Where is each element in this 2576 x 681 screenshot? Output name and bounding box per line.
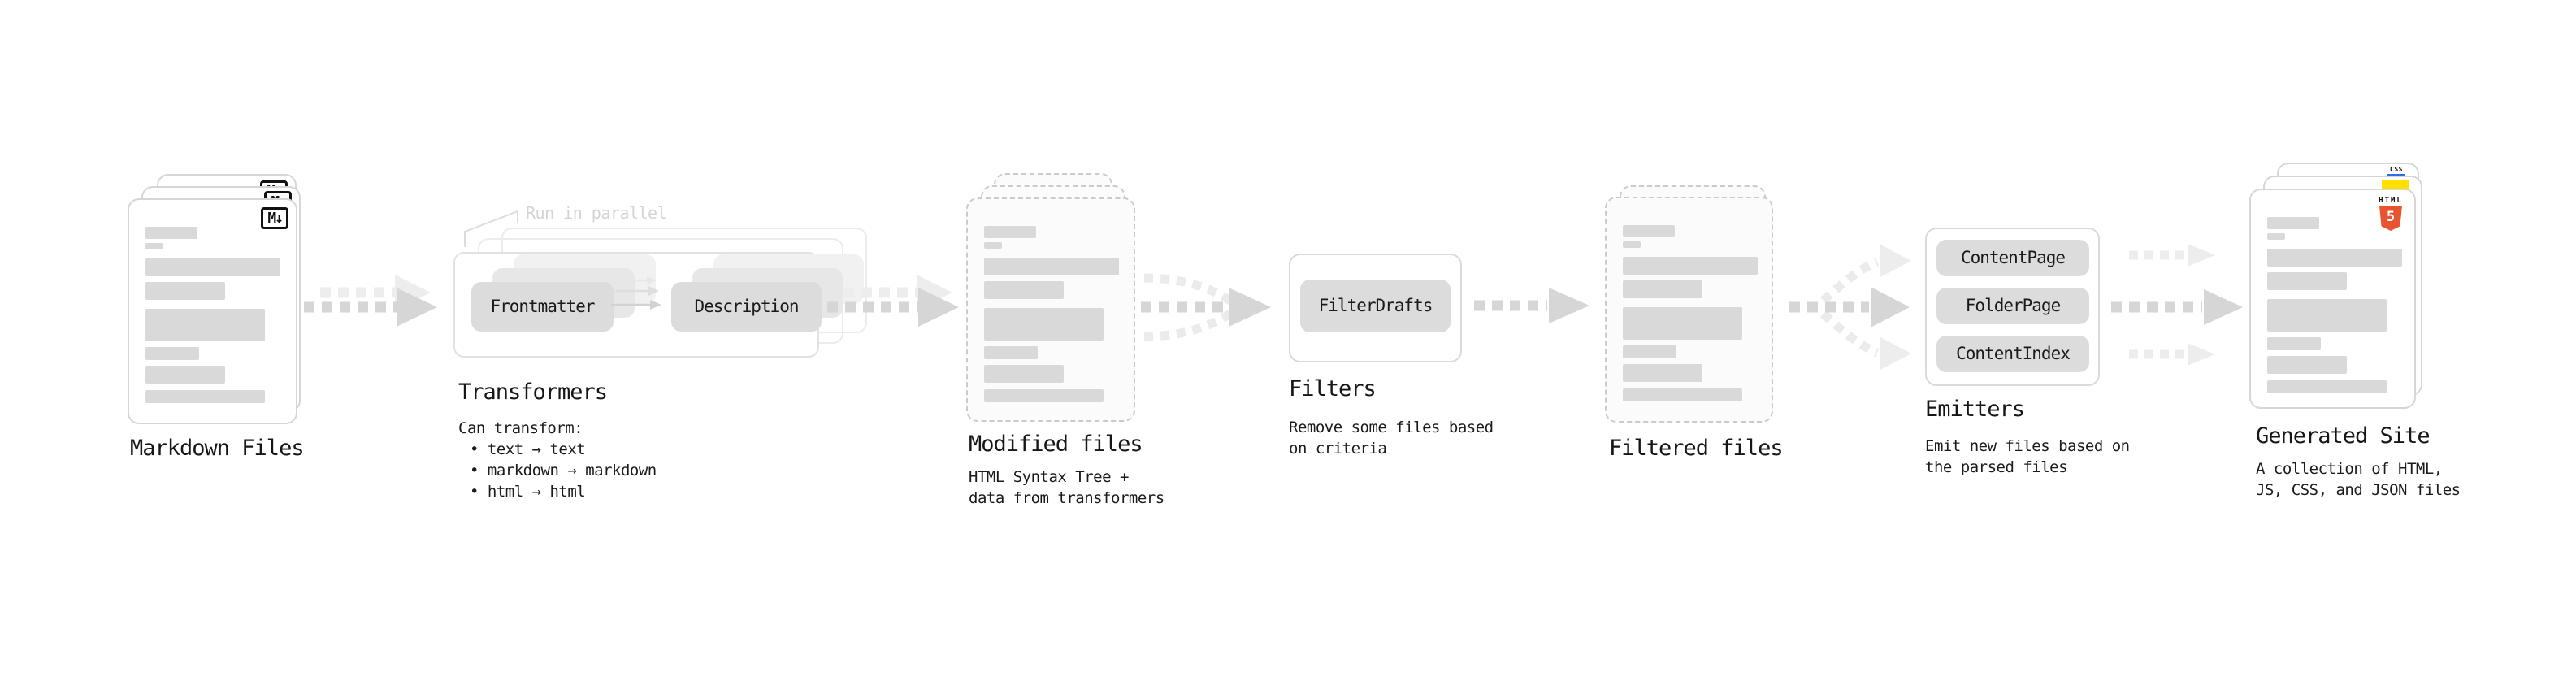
subtitle-bullet: • html → html [470,483,586,501]
filters-title: Filters [1289,376,1377,401]
arrow-emitters-to-site [2111,244,2243,366]
content-bar [1623,257,1758,275]
generated-site-title: Generated Site [2256,423,2431,449]
subtitle-line: A collection of HTML, [2256,460,2443,478]
filtered-file-card-front [1605,197,1773,423]
content-bar [1623,345,1676,358]
subtitle-line: Remove some files based [1289,419,1494,436]
content-bar [2267,272,2347,290]
content-bar [145,390,265,403]
html5-icon: HTML 5 [2377,197,2405,231]
arrow-transformers-to-modified [827,275,959,327]
filter-drafts-box: FilterDrafts [1300,280,1451,332]
arrow-markdown-to-transformers [304,275,437,327]
markdown-icon: M↓ [261,207,288,229]
filtered-files-title: Filtered files [1609,436,1784,461]
css-label: CSS [2390,166,2403,173]
emitters-title: Emitters [1925,397,2025,422]
emitters-panel: ContentPage FolderPage ContentIndex [1925,228,2100,386]
subtitle-line: data from transformers [969,489,1164,507]
content-bar [984,346,1038,359]
arrow-modified-to-filters [1141,273,1271,341]
subtitle-line: the parsed files [1925,458,2068,476]
subtitle-line: Can transform: [458,419,583,437]
html5-shield: 5 [2379,206,2402,231]
emitters-subtitle: Emit new files based on the parsed files [1925,436,2130,478]
subtitle-line: HTML Syntax Tree + [969,468,1129,486]
content-bar [2267,249,2402,267]
content-bar [984,226,1036,238]
content-bar [984,258,1119,275]
content-bar [1623,388,1742,401]
filters-subtitle: Remove some files based on criteria [1289,417,1494,459]
arrow-filtered-to-emitters [1789,245,1911,370]
subtitle-bullet: • markdown → markdown [470,462,657,479]
parallel-arrows-icon [611,276,661,310]
modified-files-stack [966,173,1161,422]
filters-panel: FilterDrafts [1289,254,1462,362]
content-bar [1623,241,1641,248]
modified-files-subtitle: HTML Syntax Tree + data from transformer… [969,466,1164,509]
content-bar [2267,337,2321,350]
site-file-card-html: HTML 5 [2249,189,2416,409]
transformer-frontmatter-box: Frontmatter [471,282,614,332]
content-bar [1623,225,1675,237]
content-bar [2267,217,2319,229]
content-bar [1623,364,1702,382]
markdown-files-title: Markdown Files [130,436,305,461]
filtered-files-stack [1605,185,1788,424]
content-bar [145,366,225,384]
transformers-group: Frontmatter Description [453,228,884,366]
content-bar [145,243,163,249]
emitter-content-page-box: ContentPage [1936,240,2089,276]
run-in-parallel-annotation: Run in parallel [526,203,667,223]
content-bar [984,281,1064,299]
content-bar [984,365,1064,383]
content-bar [1623,307,1742,340]
content-bar [145,227,197,239]
generated-site-subtitle: A collection of HTML, JS, CSS, and JSON … [2256,458,2461,501]
transformer-description-box: Description [671,282,822,332]
arrow-filters-to-filtered [1474,288,1589,323]
emitter-content-index-box: ContentIndex [1936,336,2089,372]
content-bar [145,258,280,276]
html5-label: HTML [2379,197,2403,205]
markdown-files-stack: M↓ M↓ M↓ [128,174,325,424]
subtitle-line: JS, CSS, and JSON files [2256,481,2461,499]
subtitle-line: on criteria [1289,440,1387,458]
transformers-title: Transformers [458,380,608,405]
annotation-leader-line [464,210,518,247]
transformers-subtitle: Can transform: • text → text • markdown … [458,418,657,502]
content-bar [145,309,265,341]
generated-site-stack: CSS HTML 5 [2249,163,2444,410]
content-bar [984,308,1104,340]
markdown-file-card-front: M↓ [128,198,297,424]
content-bar [145,282,225,300]
content-bar [2267,380,2387,393]
content-bar [984,242,1002,249]
modified-files-title: Modified files [969,432,1143,457]
modified-file-card-front [966,197,1135,422]
content-bar [984,389,1104,402]
content-bar [145,347,199,360]
subtitle-line: Emit new files based on [1925,437,2130,455]
content-bar [2267,233,2285,240]
subtitle-bullet: • text → text [470,440,586,458]
emitter-folder-page-box: FolderPage [1936,288,2089,324]
content-bar [1623,280,1702,298]
content-bar [2267,299,2387,332]
content-bar [2267,356,2347,374]
